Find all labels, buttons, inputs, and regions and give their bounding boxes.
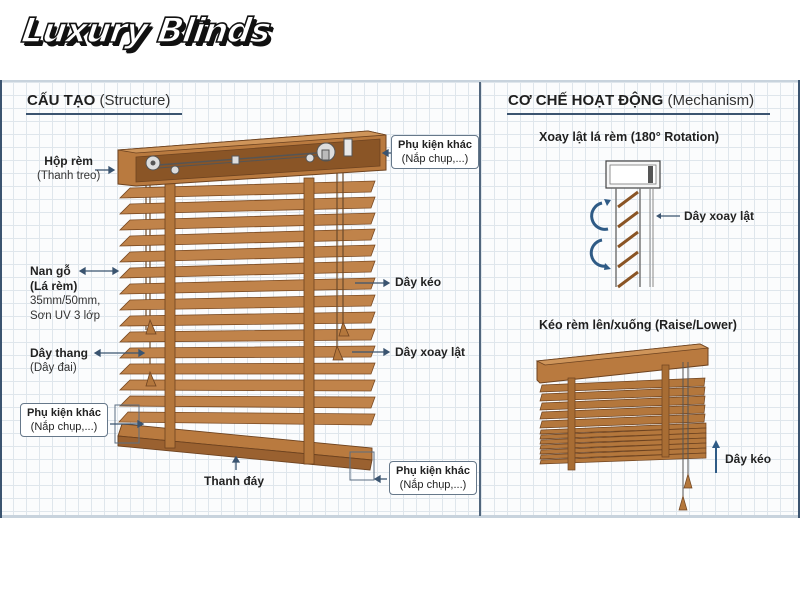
label-headrail: Hộp rèm (Thanh treo) [37, 154, 101, 182]
label-raise-cord: Dây kéo [725, 452, 772, 466]
label-tilt-cord: Dây xoay lật [395, 345, 466, 359]
panel-divider [479, 82, 481, 516]
mechanism-title-sub: (Mechanism) [667, 92, 755, 109]
callout-accessory-bottom: Phụ kiện khác (Nắp chụp,...) [389, 461, 477, 495]
annotation-arrows [78, 148, 395, 484]
label-ladder: Dây thang (Dây đai) [30, 346, 89, 374]
callout-accessory-top: Phụ kiện khác (Nắp chụp,...) [391, 135, 479, 169]
rotation-title: Xoay lật lá rèm (180° Rotation) [539, 130, 720, 144]
mechanism-title-underline [507, 113, 770, 115]
bottom-rail [117, 423, 373, 471]
structure-title-underline [26, 113, 182, 115]
cord-tassels [145, 318, 350, 387]
accessory-box-bottom [349, 451, 375, 481]
callout-accessory-left: Phụ kiện khác (Nắp chụp,...) [20, 403, 108, 437]
mechanism-title-main: CƠ CHẾ HOẠT ĐỘNG [508, 92, 664, 109]
label-bottom-rail: Thanh đáy [204, 474, 265, 488]
label-lift-cord: Dây kéo [395, 275, 442, 289]
board-border-left [0, 80, 2, 518]
board-border-right [798, 80, 800, 518]
structure-title-sub: (Structure) [99, 92, 171, 109]
structure-title: CẤU TẠO (Structure) [27, 92, 170, 109]
label-rotation-cord: Dây xoay lật [684, 209, 755, 223]
right-cords [336, 172, 344, 352]
rotation-diagram [589, 160, 680, 289]
headrail-box [117, 130, 387, 187]
structure-title-main: CẤU TẠO [27, 92, 96, 109]
raise-title: Kéo rèm lên/xuống (Raise/Lower) [539, 318, 737, 332]
raise-lower-diagram [535, 343, 720, 511]
label-slats: Nan gỗ (Lá rèm) 35mm/50mm, Sơn UV 3 lớp [30, 264, 101, 322]
mechanism-title: CƠ CHẾ HOẠT ĐỘNG (Mechanism) [508, 92, 754, 109]
